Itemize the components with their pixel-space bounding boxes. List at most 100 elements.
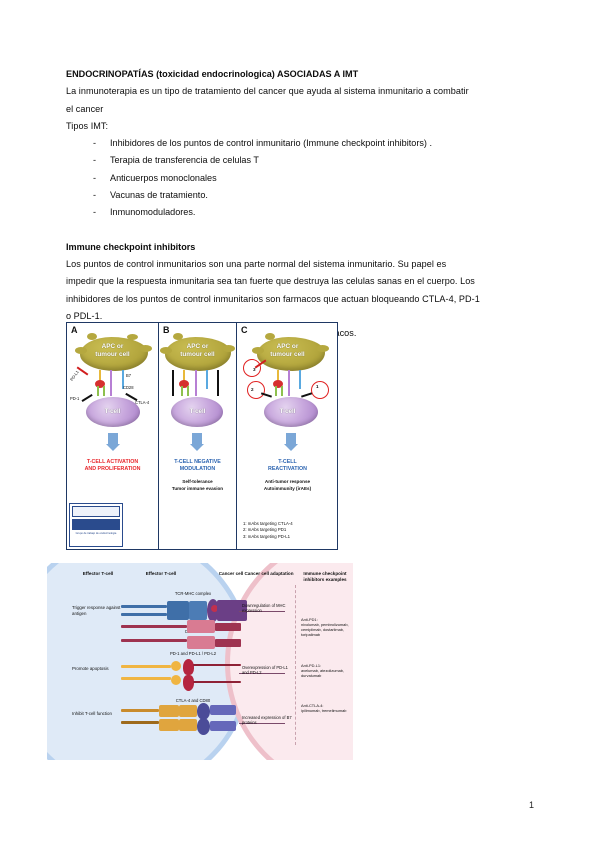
apc-label-line2: tumour cell bbox=[95, 351, 130, 358]
ctla4-block bbox=[159, 719, 179, 731]
section2-line-3: inhibidores de los puntos de control inm… bbox=[66, 293, 480, 304]
section2-line-2: impedir que la respuesta inmunitaria sea… bbox=[66, 276, 475, 287]
intro-line-2: el cancer bbox=[66, 103, 104, 114]
bullet-dash: - bbox=[93, 155, 97, 166]
cd1-block bbox=[187, 620, 215, 633]
adaptation-b7-increase: Increased expression of B7 proteins bbox=[242, 715, 292, 726]
row-label-trigger-response: Trigger response against antigen bbox=[72, 605, 121, 616]
down-arrow-head-icon bbox=[106, 444, 120, 451]
figure1-legend: 1: mAbs targeting CTLA-4 2: mAbs targeti… bbox=[243, 521, 293, 540]
pd1-receptor-icon bbox=[281, 386, 283, 396]
pdl2-stalk bbox=[193, 681, 241, 684]
pd1-receptor-icon bbox=[97, 386, 99, 396]
badge-number: 2 bbox=[251, 387, 254, 392]
t-cell-label: T-cell bbox=[104, 408, 121, 415]
figure-tcell-cancer-schematic: Effector T-cell Effector T-cell Cancer c… bbox=[47, 563, 353, 760]
list-item: - Inmunomoduladores. bbox=[66, 204, 534, 221]
apc-spike-icon bbox=[265, 333, 275, 340]
apc-spike-icon bbox=[173, 333, 183, 340]
molecule-label-ctla4-cd80: CTLA-4 and CD80 bbox=[175, 698, 211, 703]
apc-spike-icon bbox=[127, 334, 138, 340]
drug-group-list: ipilimumab, tremelimumab bbox=[301, 708, 347, 713]
legend-item-1: 1: mAbs targeting CTLA-4 bbox=[243, 520, 293, 526]
pd1-receptor-icon bbox=[187, 386, 189, 396]
outcome-line-2: REACTIVATION bbox=[268, 466, 307, 472]
pd1-chain-bar bbox=[121, 677, 171, 681]
b7-ligand-icon bbox=[206, 370, 208, 389]
pdl1-stalk bbox=[193, 664, 241, 667]
imt-types-list: - Inhibidores de los puntos de control i… bbox=[66, 135, 534, 221]
t-cell-label: T-cell bbox=[279, 408, 296, 415]
subtext-tumor-evasion: Tumor immune evasion bbox=[171, 486, 224, 491]
bullet-dash: - bbox=[93, 172, 97, 183]
adaptation-mhc-downregulation: Downregulation of MHC expression bbox=[242, 603, 286, 614]
pd1-receptor-icon bbox=[275, 386, 277, 396]
bullet-dash: - bbox=[93, 207, 97, 218]
pd1-binding-icon bbox=[273, 380, 283, 388]
drug-group-title: Anti-CTLA-4: bbox=[301, 703, 324, 708]
apc-tumour-cell-shape bbox=[257, 337, 325, 371]
t-cell-shape bbox=[171, 397, 223, 427]
t-cell-shape bbox=[264, 397, 318, 427]
pd1-receptor-node bbox=[171, 661, 181, 671]
paragraph-spacer bbox=[66, 222, 534, 239]
list-item-label: Terapia de transferencia de celulas T bbox=[110, 155, 259, 166]
connector-line bbox=[239, 611, 285, 612]
pd1-stem-icon bbox=[277, 370, 279, 383]
panel-letter: B bbox=[163, 325, 170, 335]
section2-line-1: Los puntos de control inmunitarios son u… bbox=[66, 258, 447, 269]
apc-label-line1: APC or bbox=[186, 343, 209, 350]
column-header-effector-left: Effector T-cell bbox=[82, 571, 114, 576]
pd1-stem-icon bbox=[99, 370, 101, 383]
apc-label-line2: tumour cell bbox=[180, 351, 215, 358]
drug-group-list: nivolumab, pembrolizumab, cemiplimab, do… bbox=[301, 622, 349, 637]
apc-tumour-cell-shape bbox=[165, 337, 231, 371]
apc-label-line1: APC or bbox=[276, 343, 299, 350]
figure1-panel-b: B APC or tumour cell T-cell T-CELL NEGAT… bbox=[159, 323, 237, 549]
connector-line bbox=[239, 723, 285, 724]
logo-bar-top bbox=[72, 506, 120, 517]
ctla4-chain-bar bbox=[121, 721, 159, 725]
figure1-panel-a: A APC or tumour cell PD-L1 B7 CD28 bbox=[67, 323, 159, 549]
column-header-cancer-cell: Cancer cell bbox=[218, 571, 244, 576]
ctla4-chain-bar bbox=[121, 709, 159, 713]
row-label-inhibit-function: Inhibit T-cell function bbox=[72, 711, 112, 716]
pd1-receptor-icon bbox=[103, 386, 105, 396]
cd1-link bbox=[215, 623, 241, 631]
outcome-line-2: MODULATION bbox=[179, 466, 216, 472]
outcome-line-1: T-CELL NEGATIVE bbox=[174, 459, 221, 465]
tcr-block bbox=[189, 601, 207, 620]
molecule-label-pd1-pdl1: PD-1 and PD-L1 / PD-L2 bbox=[169, 651, 217, 656]
outcome-line-1: T-CELL bbox=[278, 459, 297, 465]
pd1-stem-icon bbox=[183, 370, 185, 383]
subtext-self-tolerance: Self-tolerance bbox=[182, 479, 213, 484]
society-logo: Grupo de trabajo de endocrinologia bbox=[69, 503, 123, 547]
pd1-receptor-icon bbox=[181, 386, 183, 396]
ctla4-block bbox=[179, 705, 197, 717]
tcr-chain-bar bbox=[121, 613, 167, 616]
list-item: - Anticuerpos monoclonales bbox=[66, 170, 534, 187]
mab-badge-1: 1 bbox=[311, 381, 329, 399]
list-item-label: Anticuerpos monoclonales bbox=[110, 172, 217, 183]
down-arrow-head-icon bbox=[190, 444, 204, 451]
antigen-peptide-icon bbox=[211, 605, 218, 612]
cd1-link bbox=[215, 639, 241, 647]
molecule-label-pdl1: PD-L1 bbox=[69, 369, 80, 382]
column-header-inhibitors: Immune checkpoint inhibitors examples bbox=[303, 571, 347, 582]
t-cell-label: T-cell bbox=[189, 408, 206, 415]
list-item-label: Vacunas de tratamiento. bbox=[110, 190, 208, 201]
list-heading: Tipos IMT: bbox=[66, 120, 109, 131]
column-divider bbox=[295, 585, 296, 745]
page-number: 1 bbox=[528, 800, 534, 810]
b7-stem-icon bbox=[288, 370, 290, 383]
mab-badge-2: 2 bbox=[247, 381, 265, 399]
ctla4-block bbox=[179, 719, 197, 731]
blocked-bar-icon bbox=[217, 370, 219, 396]
apc-spike-icon bbox=[139, 345, 152, 352]
section2-line-4: o PDL-1. bbox=[66, 310, 103, 321]
tcr-block bbox=[167, 601, 189, 620]
pd1-antenna-icon bbox=[81, 393, 93, 402]
down-arrow-head-icon bbox=[284, 444, 298, 451]
down-arrow-icon bbox=[108, 433, 118, 445]
